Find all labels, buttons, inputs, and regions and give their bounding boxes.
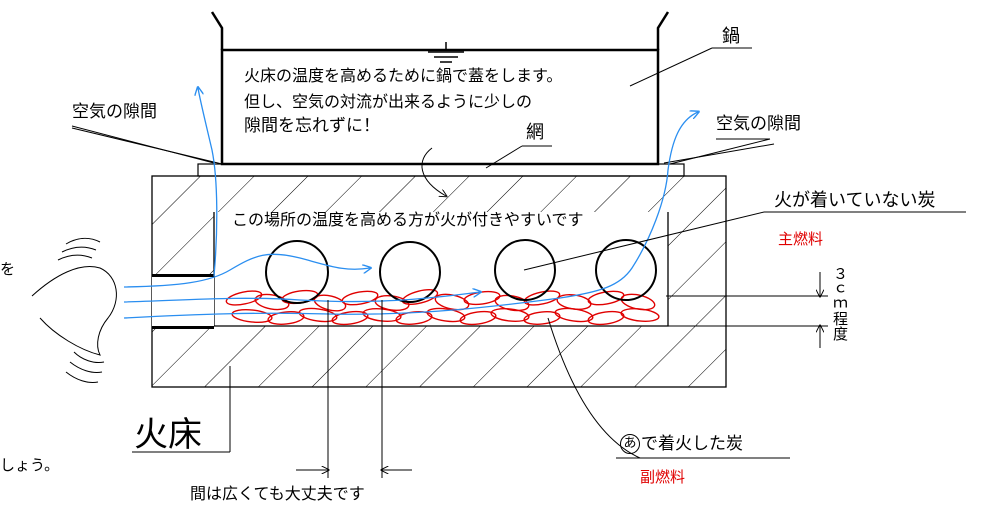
- fan-shape: [31, 237, 117, 383]
- air-gap-left-label: 空気の隙間: [72, 102, 157, 122]
- ignited-charcoal-label: あで着火した炭: [620, 434, 743, 454]
- net: [197, 163, 685, 177]
- secondary-charcoal: [225, 289, 660, 326]
- net-label: 網: [526, 122, 544, 143]
- fire-bed-label: 火床: [134, 415, 202, 455]
- left-edge-text-2: しょう。: [0, 456, 60, 474]
- unlit-charcoal-leader: [523, 211, 966, 271]
- fire-bed-leader: [132, 366, 231, 453]
- pot-leaders: [421, 47, 752, 196]
- unlit-charcoal-label: 火が着いていない炭: [774, 190, 936, 211]
- gap-note: 間は広くても大丈夫です: [190, 484, 365, 503]
- circled-a-symbol: あ: [620, 434, 640, 454]
- pot-note-line-3: 隙間を忘れずに！: [244, 116, 380, 136]
- airflow-arrows: [123, 88, 698, 319]
- pot: [210, 11, 670, 166]
- sub-fuel-label: 副燃料: [640, 468, 686, 486]
- air-gap-leaders: [71, 125, 775, 165]
- gap-dimension: [296, 300, 412, 478]
- pot-note-line-2: 但し、空気の対流が出来るように少しの: [244, 92, 533, 111]
- ignited-charcoal-text: で着火した炭: [641, 434, 743, 454]
- pot-label: 鍋: [722, 26, 740, 47]
- height-note: ３ｃｍ程度: [831, 266, 849, 341]
- water-level-symbol: [428, 42, 464, 63]
- main-charcoal: [265, 239, 657, 304]
- air-inlet-openings: [152, 274, 214, 329]
- main-fuel-label: 主燃料: [778, 230, 824, 248]
- left-edge-text-1: を: [0, 260, 16, 278]
- pot-note-line-1: 火床の温度を高めるために鍋で蓋をします。: [244, 66, 563, 85]
- height-dimension: [666, 272, 828, 348]
- inside-note: この場所の温度を高める方が火が付きやすいです: [232, 210, 584, 229]
- air-gap-right-label: 空気の隙間: [716, 114, 801, 134]
